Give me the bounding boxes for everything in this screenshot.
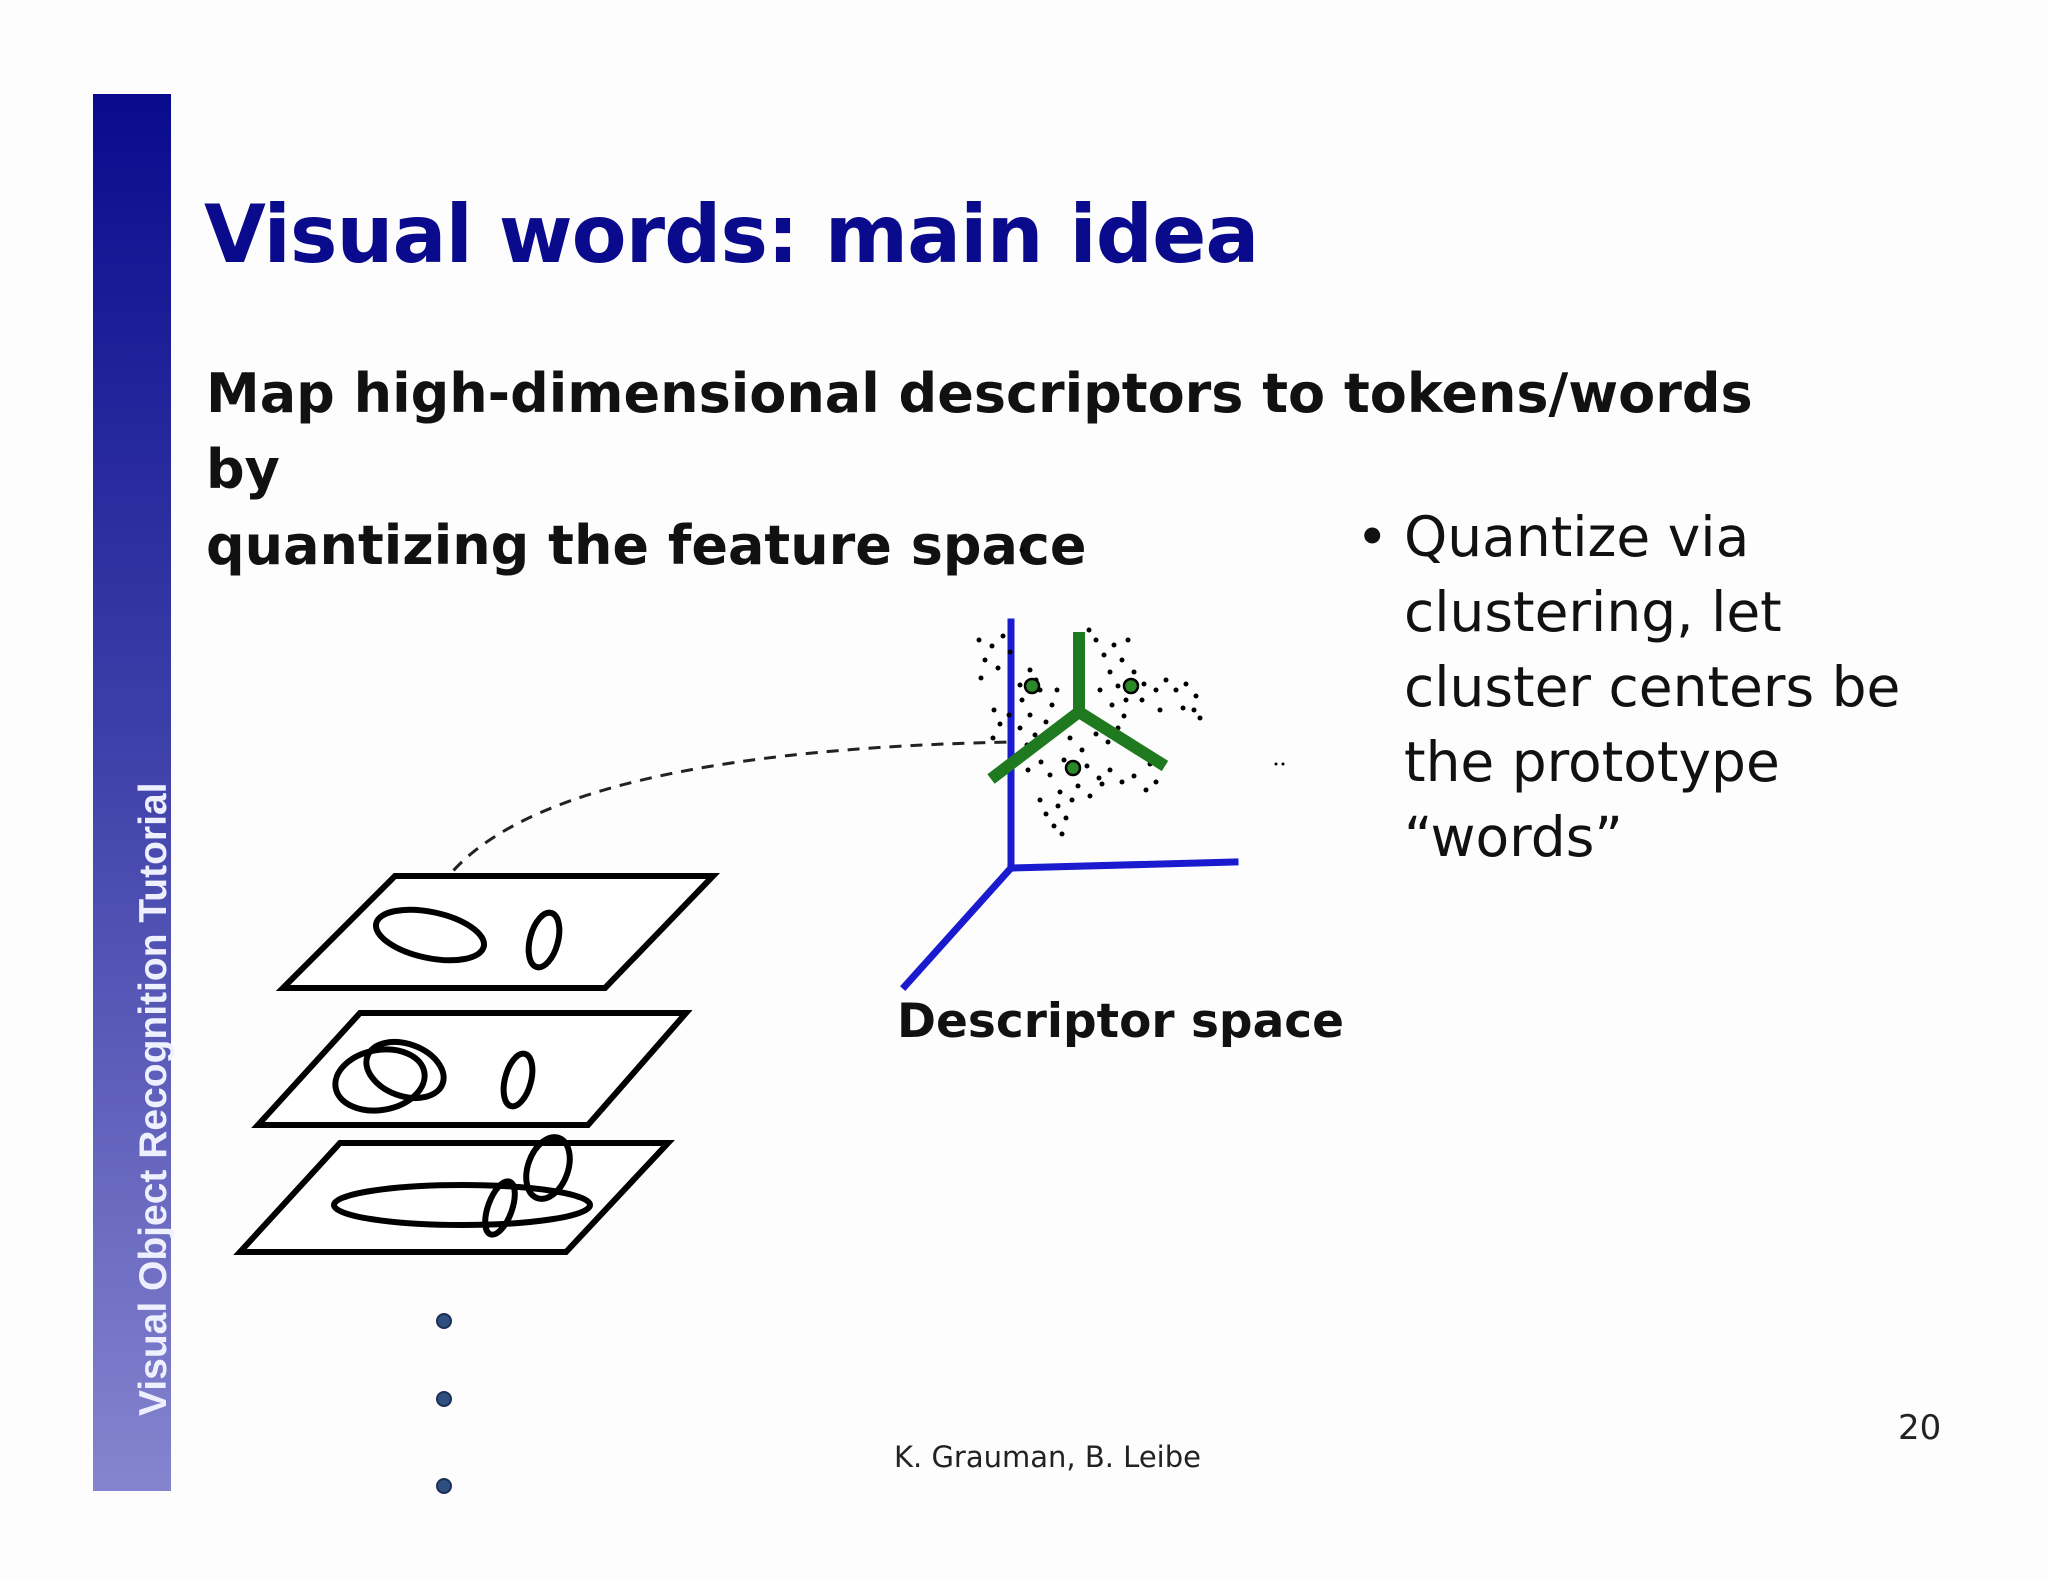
cluster-centers [1023,677,1140,777]
axis-x [1007,858,1239,872]
feature-region [525,909,563,971]
sidebar-bar [93,94,171,1491]
feature-region [331,1182,593,1228]
mapping-connector [428,740,1011,906]
ellipsis-dots [436,1313,452,1494]
image-frame-3 [233,1140,675,1255]
image-frame-2 [251,1010,693,1128]
descriptor-space-label: Descriptor space [897,994,1345,1049]
cluster-partition-icon [987,632,1169,784]
slide-title: Visual words: main idea [204,188,1259,281]
slide-credit: K. Grauman, B. Leibe [894,1440,1201,1474]
axis-y [900,863,1016,991]
feature-region [372,906,488,964]
feature-frames-icon [233,873,721,1255]
slide-subtitle: Map high-dimensional descriptors to toke… [206,362,1753,577]
feature-region [523,1134,573,1202]
cluster-center [1064,759,1082,777]
feature-region [482,1178,518,1238]
descriptor-points [976,547,1285,837]
bullet-text: Quantize via clustering, let cluster cen… [1404,505,1901,869]
cluster-center [1023,677,1041,695]
feature-region [500,1050,536,1110]
feature-region [363,1038,447,1102]
bullet-marker: • [1356,505,1389,569]
page-number: 20 [1898,1408,1942,1448]
cluster-center [1122,677,1140,695]
descriptor-axes-icon [900,618,1239,991]
image-frame-1 [275,873,721,991]
